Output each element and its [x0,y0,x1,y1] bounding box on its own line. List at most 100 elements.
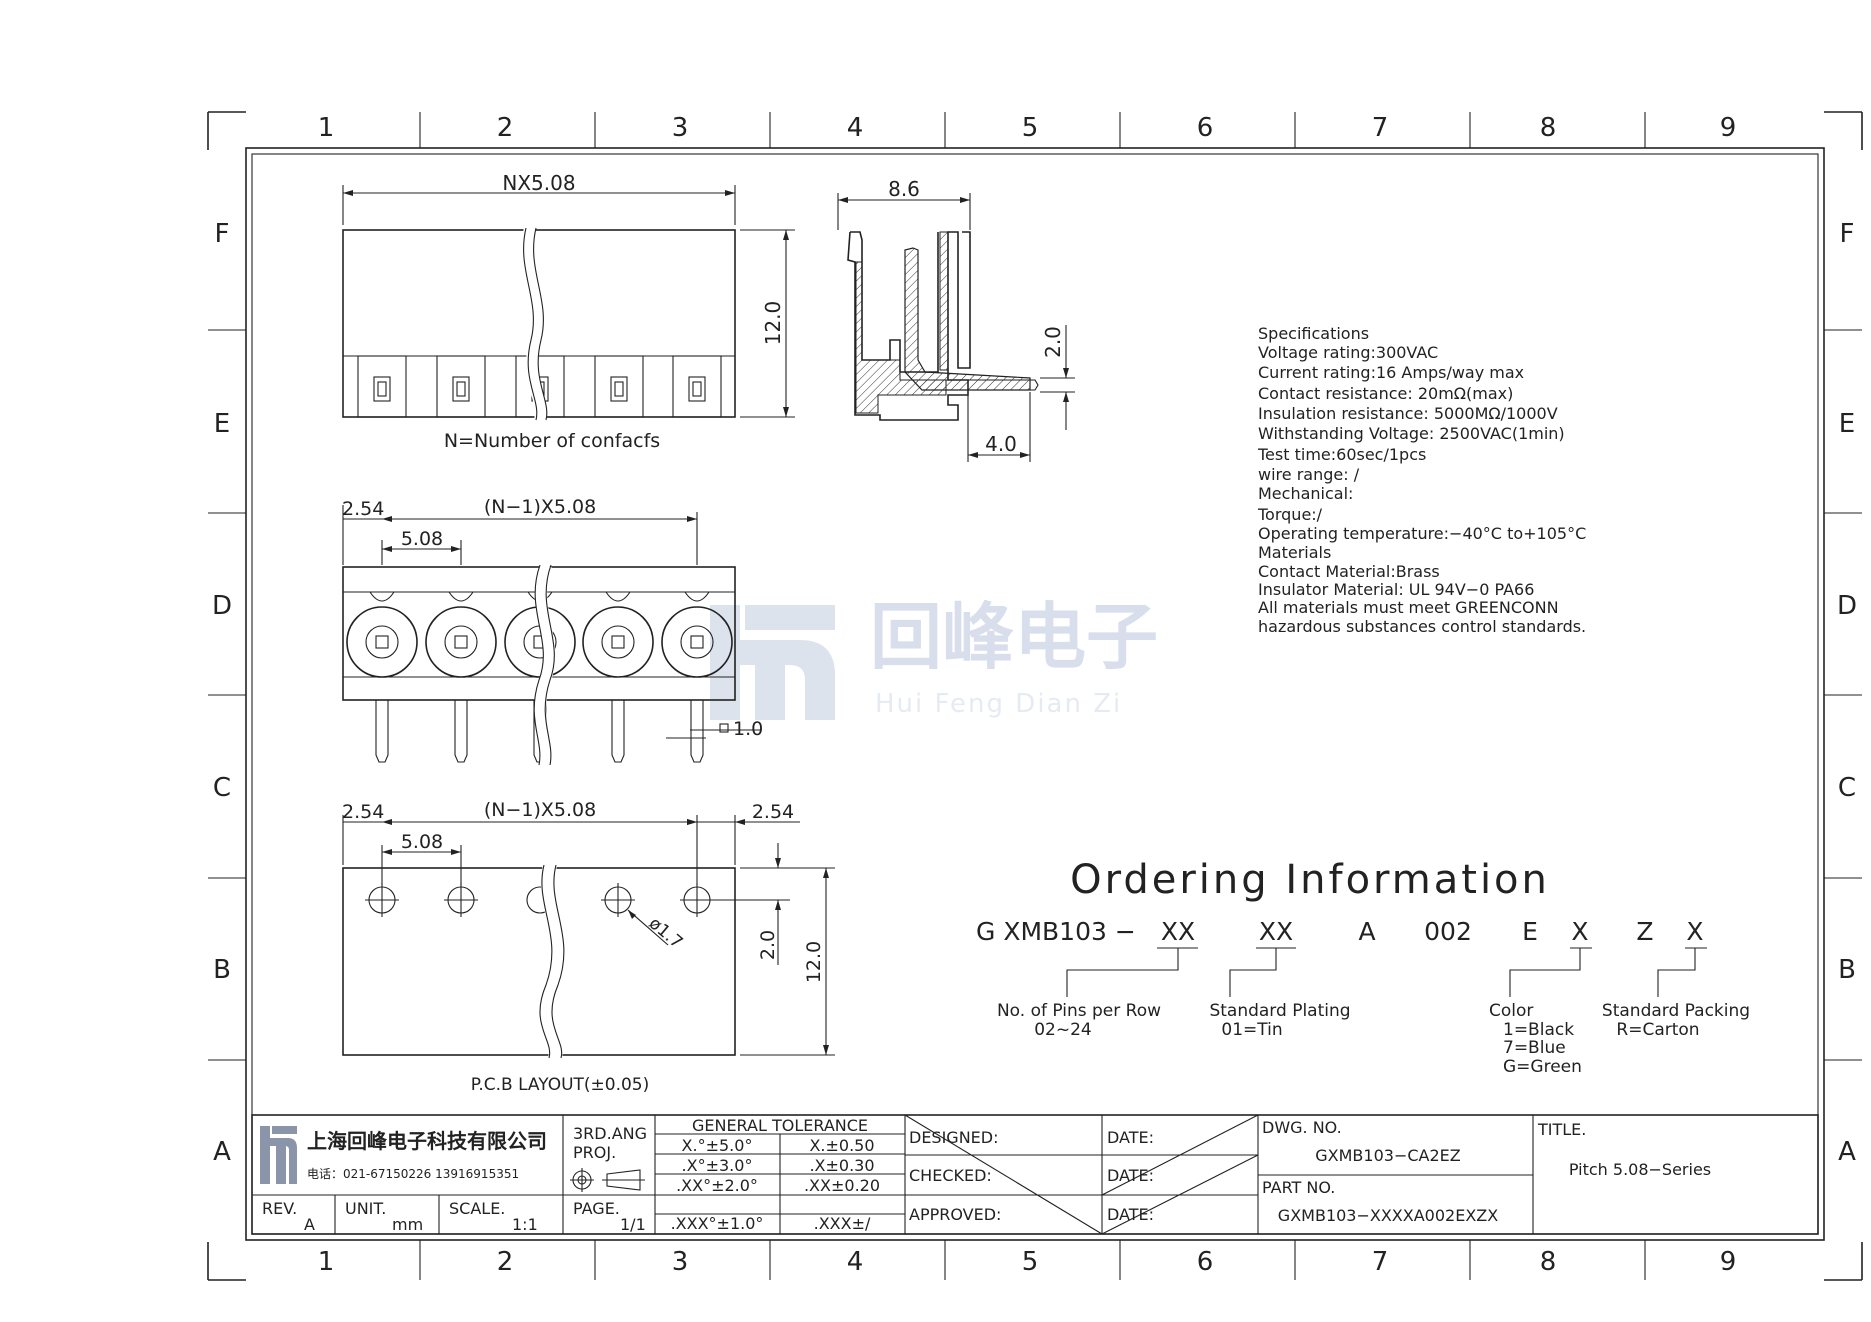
spec-line-4: Insulation resistance: 5000MΩ/1000V [1258,404,1558,423]
code-pins: XX [1161,917,1195,946]
tolerance-linear-3: .XXX±/ [814,1214,871,1233]
spec-line-2: Current rating:16 Amps/way max [1258,363,1524,382]
tolerance-angle-1: .X°±3.0° [682,1156,753,1175]
ordering-title: Ordering Information [1070,857,1550,903]
spec-line-10: Operating temperature:−40°C to+105°C [1258,524,1586,543]
spec-line-11: Materials [1258,543,1331,562]
sheet-frame: 1 2 3 4 5 6 7 8 9 1 2 3 4 5 6 7 8 9 F E … [207,111,1863,1281]
row-label-a-right: A [1838,1137,1856,1167]
col-label-3: 3 [672,113,689,143]
row-label-a: A [213,1137,231,1167]
tolerance-linear-2: .XX±0.20 [804,1176,880,1195]
side-width-dim: 8.6 [888,177,920,201]
top-width-dim: NX5.08 [502,171,575,195]
date-label-3: DATE: [1107,1205,1154,1224]
code-packing: X [1686,917,1703,946]
pcb-layout: 2.54 5.08 (N−1)X5.08 2.54 ø1.7 2.0 12.0 … [342,799,835,1095]
side-view: 8.6 2.0 4.0 [837,177,1075,462]
pcb-dim-v-total: 12.0 [803,941,825,983]
top-height-dim: 12.0 [761,301,785,346]
tolerance-header: GENERAL TOLERANCE [692,1116,868,1135]
top-view: NX5.08 12.0 N=Number of confacfs [342,171,795,452]
packing-label: Standard Packing [1602,1001,1750,1021]
specifications: Specifications Voltage rating:300VAC Cur… [1257,324,1586,636]
tolerance-linear-1: .X±0.30 [809,1156,874,1175]
company-name: 上海回峰电子科技有限公司 [307,1129,547,1153]
watermark: 回峰电子 Hui Feng Dian Zi [710,595,1158,720]
color-label: Color [1489,1001,1533,1021]
rev-label: REV. [262,1199,297,1218]
checked-label: CHECKED: [909,1166,992,1185]
front-terminal-4 [582,606,654,678]
pins-label: No. of Pins per Row [997,1001,1161,1021]
row-label-e: E [214,409,230,439]
pcb-dim-v-small: 2.0 [757,930,779,960]
dwg-no-value: GXMB103−CA2EZ [1315,1146,1460,1165]
row-label-b-right: B [1838,955,1856,985]
tolerance-angle-3: .XXX°±1.0° [671,1214,764,1233]
front-pin-size: 1.0 [733,718,763,740]
col-label-4: 4 [847,113,864,143]
plating-label: Standard Plating [1209,1001,1350,1021]
front-dim-pitch: 5.08 [401,528,443,550]
col-label-9: 9 [1720,113,1737,143]
unit-label: UNIT. [345,1199,386,1218]
front-terminal-5 [661,606,733,678]
date-label-1: DATE: [1107,1128,1154,1147]
code-a: A [1358,917,1375,946]
projection-symbol-icon [570,1168,645,1192]
col-label-1-bottom: 1 [318,1247,335,1277]
page-value: 1/1 [620,1215,646,1234]
title-block: 上海回峰电子科技有限公司 电话：021-67150226 13916915351… [251,1114,1819,1235]
pcb-dim-span: (N−1)X5.08 [484,799,596,821]
page-label: PAGE. [573,1199,620,1218]
col-label-8: 8 [1540,113,1557,143]
code-e: E [1522,917,1538,946]
color-value-2: 7=Blue [1503,1038,1566,1058]
scale-label: SCALE. [449,1199,505,1218]
col-label-6: 6 [1197,113,1214,143]
proj-label-1: 3RD.ANG [573,1124,647,1143]
spec-line-7: wire range: / [1258,465,1360,484]
code-plating: XX [1259,917,1293,946]
pcb-hole-1 [365,883,399,917]
col-label-2-bottom: 2 [497,1247,514,1277]
part-no-label: PART NO. [1262,1178,1335,1197]
watermark-cn: 回峰电子 [870,595,1158,679]
pcb-hole-5 [680,883,714,917]
approved-label: APPROVED: [909,1205,1001,1224]
code-z: Z [1636,917,1653,946]
company-phone: 电话：021-67150226 13916915351 [307,1167,519,1181]
front-view: 2.54 5.08 (N−1)X5.08 1.0 [342,496,763,767]
side-foot-dim: 4.0 [985,432,1017,456]
spec-line-1: Voltage rating:300VAC [1258,343,1438,362]
row-label-f-right: F [1840,219,1855,249]
col-label-8-bottom: 8 [1540,1247,1557,1277]
spec-line-5: Withstanding Voltage: 2500VAC(1min) [1258,424,1565,443]
pins-range: 02~24 [1034,1020,1092,1040]
drawing-title: Pitch 5.08−Series [1569,1160,1711,1179]
pcb-caption: P.C.B LAYOUT(±0.05) [471,1075,650,1095]
spec-line-15: hazardous substances control standards. [1258,617,1586,636]
pcb-dim-right: 2.54 [752,801,794,823]
dwg-no-label: DWG. NO. [1262,1118,1342,1137]
row-label-c: C [213,773,231,803]
pcb-dim-pitch: 5.08 [401,831,443,853]
col-label-3-bottom: 3 [672,1247,689,1277]
col-label-6-bottom: 6 [1197,1247,1214,1277]
col-label-7: 7 [1372,113,1389,143]
front-terminal-1 [346,606,418,678]
spec-line-3: Contact resistance: 20mΩ(max) [1258,384,1513,403]
front-terminal-2 [425,606,497,678]
unit-value: mm [392,1215,423,1234]
company-logo [260,1126,297,1184]
rev-value: A [304,1215,315,1234]
spec-line-14: All materials must meet GREENCONN [1258,598,1559,617]
scale-value: 1:1 [512,1215,538,1234]
code-color: X [1571,917,1588,946]
top-view-caption: N=Number of confacfs [444,430,660,452]
col-label-5: 5 [1022,113,1039,143]
spec-line-0: Specifications [1258,324,1369,343]
col-label-7-bottom: 7 [1372,1247,1389,1277]
